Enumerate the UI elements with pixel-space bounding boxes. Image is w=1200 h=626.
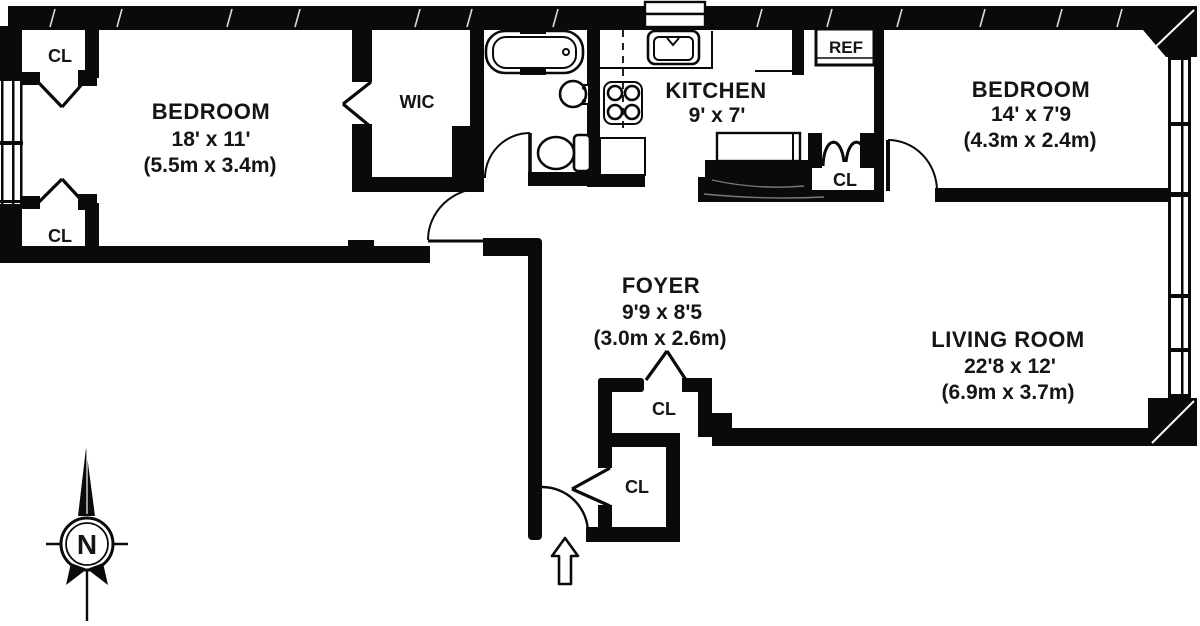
closet-label: CL <box>48 46 72 66</box>
wall-cl-b-jamb-right <box>78 194 97 210</box>
wall-cl3-jamb-right <box>860 133 874 168</box>
wall-cl-b-jamb-left <box>22 196 40 209</box>
bedroom-right-name: BEDROOM <box>972 77 1090 102</box>
kitchen-window-icon <box>643 0 707 29</box>
closet-door-icon <box>36 177 86 205</box>
kitchen-dim-ft: 9' x 7' <box>689 104 746 127</box>
wall-wic-notch <box>452 126 470 177</box>
kitchen-sink-icon <box>646 29 701 66</box>
wall-cl3-jamb-left <box>808 133 822 168</box>
wall-cl2-bottom <box>586 527 680 542</box>
wall-ref-nook <box>792 27 804 75</box>
bedroom1-door <box>427 187 484 243</box>
entry-door <box>541 485 590 534</box>
refrigerator-box <box>814 27 876 67</box>
closet-door-icon <box>36 80 86 109</box>
wall-step-nub <box>348 240 374 248</box>
room-labels: BEDROOM 18' x 11' (5.5m x 3.4m) WIC KITC… <box>48 38 1097 497</box>
bedroom-right-dim-m: (4.3m x 2.4m) <box>963 129 1096 152</box>
wall-foyer-left <box>528 238 542 540</box>
wall-hatch-ticks <box>49 8 1123 28</box>
wall-bedroom2-bottom <box>935 188 1170 202</box>
closet-door-icon <box>341 80 373 129</box>
walls <box>0 6 1197 542</box>
wall-bath-bottom <box>528 172 600 186</box>
wall-wic-left-bottom <box>352 124 372 177</box>
foyer-dim-ft: 9'9 x 8'5 <box>622 301 702 324</box>
kitchen-name: KITCHEN <box>665 78 766 103</box>
wall-kitchen-bottom-left <box>587 175 645 187</box>
bathroom-sink-icon <box>558 79 590 109</box>
wall-cl2-jamb-top <box>598 447 612 468</box>
wic-label: WIC <box>400 92 435 112</box>
wall-top <box>8 6 1145 30</box>
closet-door-icon <box>644 350 688 381</box>
refrigerator-label: REF <box>829 38 863 57</box>
toilet-icon <box>536 133 592 173</box>
window-left <box>0 78 24 204</box>
closet-label: CL <box>833 170 857 190</box>
living-room-dim-ft: 22'8 x 12' <box>964 355 1056 378</box>
bathtub-icon <box>484 28 585 75</box>
wall-livingroom-bottom <box>712 428 1168 446</box>
wall-bedroom1-bottom <box>0 246 430 263</box>
bedroom-left-dim-ft: 18' x 11' <box>172 128 251 151</box>
fixtures <box>484 0 876 176</box>
wall-cl2-jamb-bottom <box>598 505 612 530</box>
closet-label: CL <box>625 477 649 497</box>
closet-label: CL <box>652 399 676 419</box>
closet-door-icon <box>571 466 611 508</box>
wall-cl-divider <box>598 433 680 447</box>
wall-left-upper <box>0 26 22 80</box>
compass-north-icon: N <box>46 448 128 621</box>
compass-north-label: N <box>77 529 97 560</box>
wall-cl-b-right <box>85 203 99 263</box>
wall-bedroom2-left <box>874 27 884 197</box>
wall-cl1-left <box>598 378 612 440</box>
wall-vestibule <box>483 238 535 256</box>
wall-kitchen-band <box>698 160 884 202</box>
bedroom-left-dim-m: (5.5m x 3.4m) <box>143 154 276 177</box>
wall-cl2-right <box>666 438 680 530</box>
bedroom-left-name: BEDROOM <box>152 99 270 124</box>
wall-cl-a-right <box>85 28 99 78</box>
bifold-door-icon <box>821 140 869 167</box>
living-room-name: LIVING ROOM <box>931 327 1084 352</box>
window-right <box>1166 57 1197 398</box>
wall-bath-left <box>470 28 484 192</box>
doors <box>36 80 938 534</box>
wall-wic-left-top <box>352 28 372 82</box>
closet-label: CL <box>48 226 72 246</box>
bedroom-right-dim-ft: 14' x 7'9 <box>991 103 1071 126</box>
kitchen-counter <box>599 30 802 176</box>
foyer-dim-m: (3.0m x 2.6m) <box>593 327 726 350</box>
wall-cl1-top-left <box>598 378 644 392</box>
foyer-name: FOYER <box>622 273 700 298</box>
stove-icon <box>603 81 643 125</box>
entry-arrow-icon <box>550 536 580 586</box>
living-room-dim-m: (6.9m x 3.7m) <box>941 381 1074 404</box>
wall-wic-bottom <box>352 177 484 192</box>
bedroom2-door <box>886 139 938 192</box>
bathroom-door <box>484 132 532 179</box>
wall-cl-a-jamb-left <box>22 72 40 85</box>
